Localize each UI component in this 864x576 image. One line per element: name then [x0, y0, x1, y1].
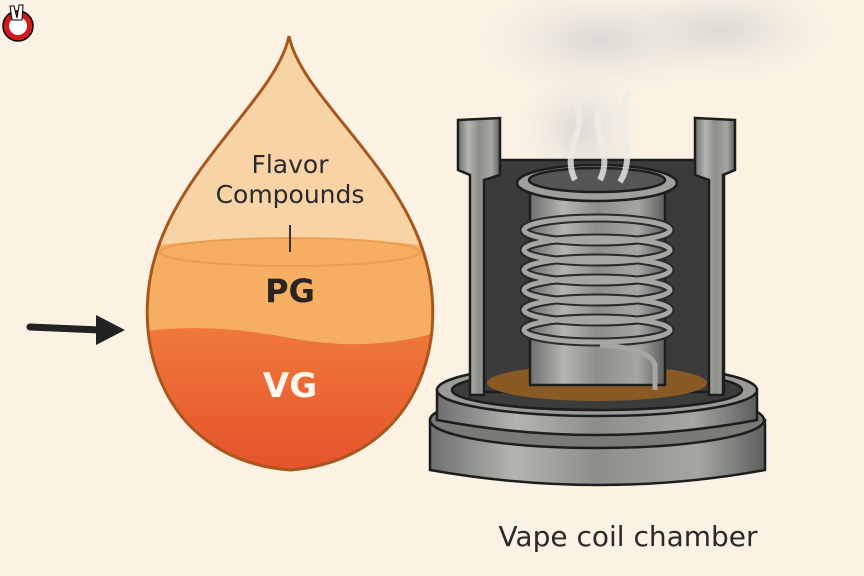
arrow-right-icon	[26, 315, 125, 345]
vape-coil-chamber	[428, 116, 767, 487]
peace-hand-icon	[2, 4, 34, 42]
flavor-label-line2: Compounds	[215, 180, 365, 209]
coil-chamber-caption: Vape coil chamber	[498, 520, 758, 553]
flavor-label-line1: Flavor	[251, 150, 329, 179]
vg-label: VG	[262, 366, 318, 406]
pg-label: PG	[265, 272, 315, 310]
steam-wisps	[567, 88, 633, 184]
flavor-compounds-label: Flavor Compounds	[190, 150, 390, 210]
e-liquid-droplet	[147, 36, 433, 470]
droplet-outline	[145, 35, 435, 472]
